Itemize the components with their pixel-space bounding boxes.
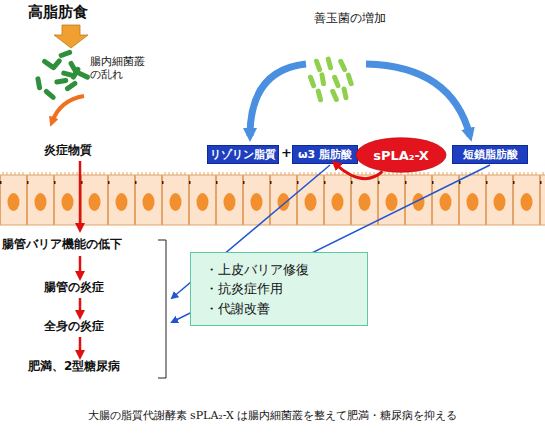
substance-box: ω3 脂肪酸 (292, 145, 358, 164)
text-label: 腸管バリア機能の低下 (2, 238, 122, 252)
text-label: 肥満、2型糖尿病 (28, 360, 120, 374)
bacteria-cluster (307, 56, 354, 103)
epithelial-cells (0, 172, 545, 226)
curved-arrow (366, 64, 470, 136)
substance-box: リゾリン脂質 (207, 145, 279, 164)
curved-connector (335, 164, 382, 179)
node-text: ω3 脂肪酸 (298, 147, 352, 162)
text-label: 炎症物質 (44, 144, 92, 158)
curved-arrow (52, 96, 84, 122)
node-text: sPLA₂-X (373, 148, 429, 163)
node-text: 短鎖脂肪酸 (463, 147, 518, 162)
node-text: ・代謝改善 (205, 299, 270, 319)
curved-arrow (250, 64, 306, 136)
node-text: ・上皮バリア修復 (205, 260, 309, 280)
node-text: ・抗炎症作用 (205, 279, 283, 299)
text-label: 全身の炎症 (44, 320, 104, 334)
down-block-arrow (54, 25, 88, 48)
text-label: 腸内細菌叢 の乱れ (90, 56, 154, 81)
bracket (158, 240, 166, 378)
text-label: 高脂肪食 (28, 4, 88, 21)
bacteria-cluster (35, 49, 91, 101)
ellipse-shape (356, 138, 446, 173)
text-label: 腸管の炎症 (44, 281, 104, 295)
text-label: 善玉菌の増加 (314, 12, 386, 26)
substance-box: 短鎖脂肪酸 (452, 145, 528, 164)
text-label: + (281, 146, 292, 161)
caption: 大腸の脂質代謝酵素 sPLA₂-X は腸内細菌叢を整えて肥満・糖尿病を抑える (0, 410, 545, 423)
node-text: リゾリン脂質 (210, 147, 276, 162)
effect-box: ・上皮バリア修復・抗炎症作用・代謝改善 (190, 252, 368, 326)
enzyme-ellipse: sPLA₂-X (355, 137, 447, 173)
